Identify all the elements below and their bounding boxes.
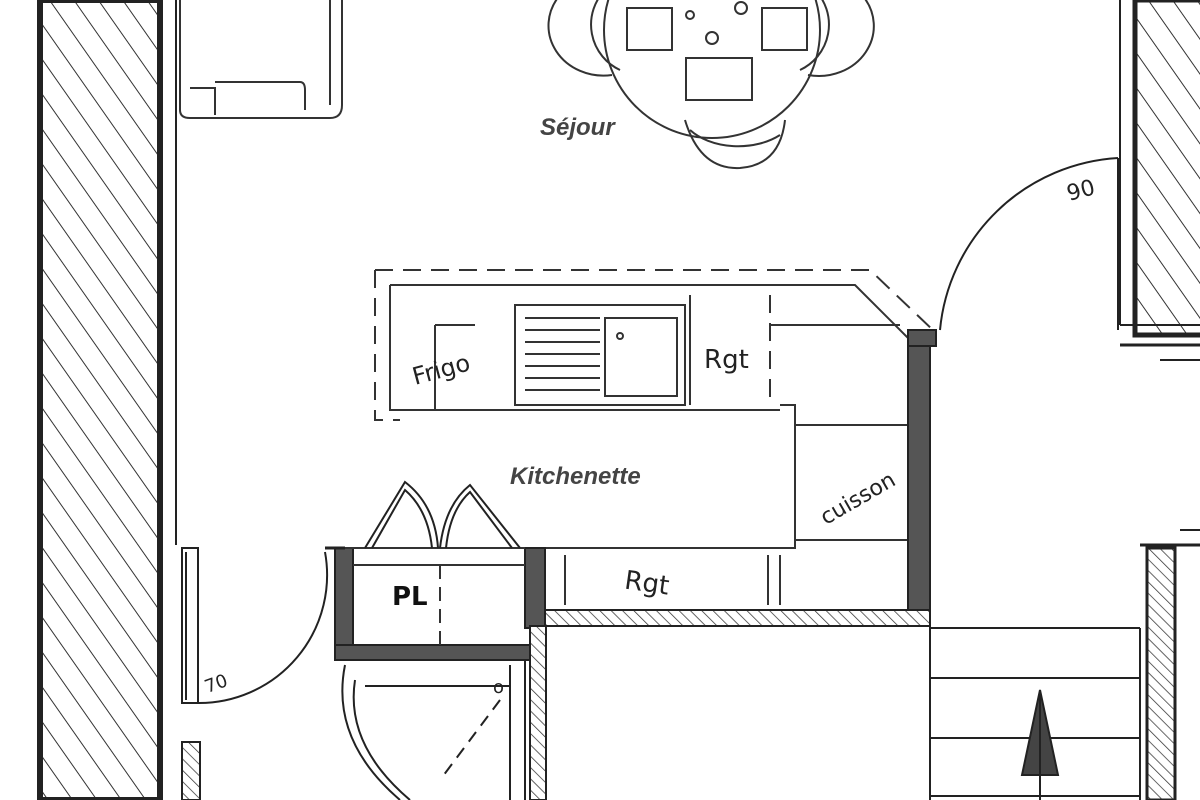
kitchen-sink — [514, 304, 686, 406]
dining-table — [547, 0, 875, 170]
interior-wall-vertical — [907, 329, 937, 613]
interior-wall-bottom — [529, 625, 931, 800]
room-label-sejour: Séjour — [540, 114, 616, 141]
wall-stub-bottom-left — [181, 741, 201, 800]
shower-mark: o — [493, 677, 504, 698]
right-lower-wall — [1140, 529, 1200, 800]
placard-closet — [325, 547, 546, 661]
room-label-placard: PL — [392, 582, 428, 612]
kitchen-counter — [374, 269, 936, 421]
right-exterior-wall — [1119, 0, 1200, 361]
annotation-cuisson: cuisson — [816, 468, 900, 531]
room-label-kitchenette: Kitchenette — [510, 463, 641, 490]
left-door: 70 — [181, 546, 345, 705]
annotation-frigo: Frigo — [409, 349, 473, 391]
main-door: 90 — [939, 157, 1119, 331]
closet-bifold-doors — [364, 480, 521, 549]
annotation-rangement-lower: Rgt — [623, 566, 672, 602]
kitchen-island — [525, 404, 910, 605]
door-width-main: 90 — [1064, 175, 1098, 206]
arrow-up-icon — [1020, 689, 1060, 800]
left-exterior-wall — [37, 0, 177, 800]
sofa — [179, 0, 343, 119]
shower: o — [341, 660, 526, 800]
annotation-rangement-upper: Rgt — [704, 345, 749, 375]
door-width-left: 70 — [202, 670, 231, 698]
interior-wall-horizontal — [539, 609, 1140, 629]
